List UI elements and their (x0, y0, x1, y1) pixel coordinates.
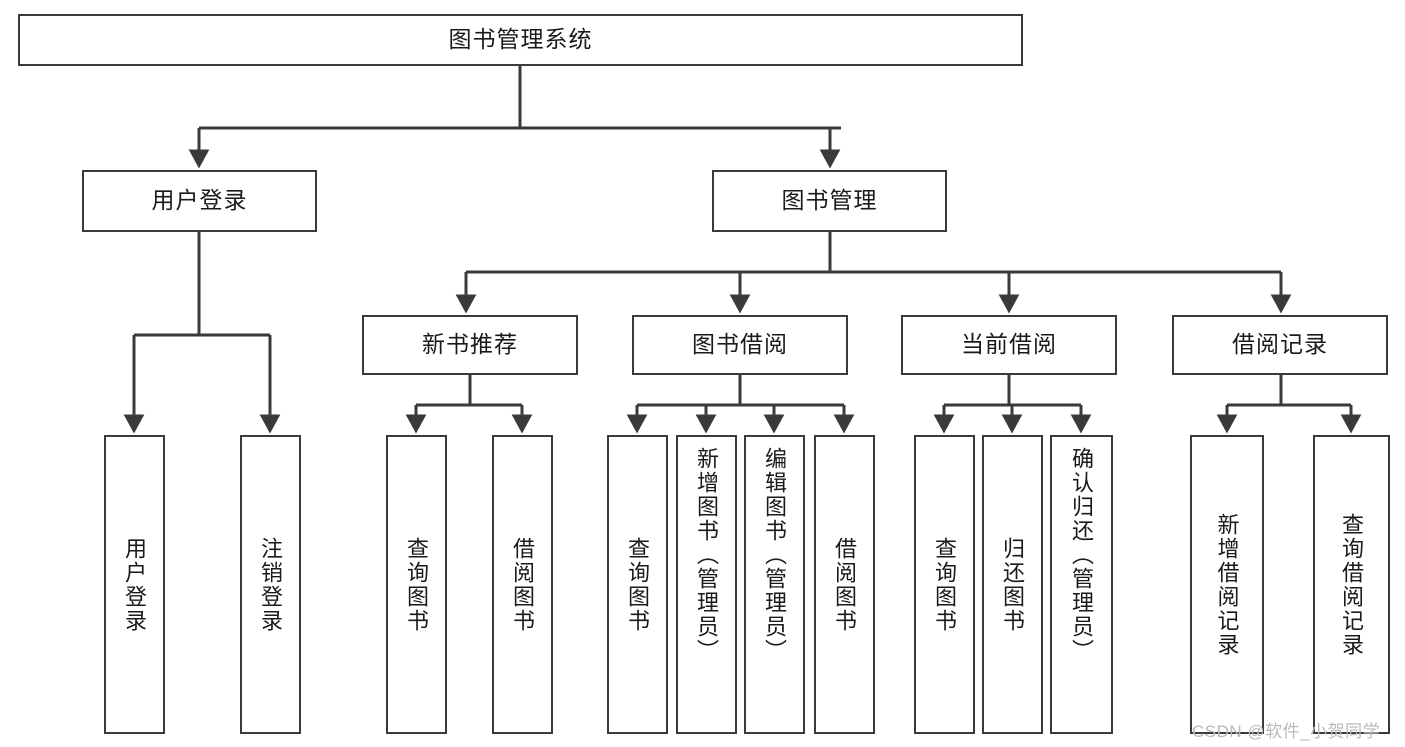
node-new-book-rec[interactable]: 新书推荐 (362, 315, 578, 375)
node-leaf-add-record[interactable]: 新增借阅记录 (1190, 435, 1264, 734)
node-borrow-record[interactable]: 借阅记录 (1172, 315, 1388, 375)
node-book-borrow[interactable]: 图书借阅 (632, 315, 848, 375)
node-leaf-add-book-label: 新增图书（管理员） (694, 447, 720, 663)
node-root-label: 图书管理系统 (448, 26, 593, 53)
node-leaf-user-login[interactable]: 用户登录 (104, 435, 165, 734)
node-leaf-borrow-book-1-label: 借阅图书 (510, 536, 536, 633)
node-leaf-query-book-1[interactable]: 查询图书 (386, 435, 447, 734)
node-leaf-add-book[interactable]: 新增图书（管理员） (676, 435, 737, 734)
node-leaf-logout-label: 注销登录 (258, 536, 284, 633)
node-current-borrow-label: 当前借阅 (961, 331, 1057, 358)
node-leaf-borrow-book-1[interactable]: 借阅图书 (492, 435, 553, 734)
node-borrow-record-label: 借阅记录 (1232, 331, 1328, 358)
node-root[interactable]: 图书管理系统 (18, 14, 1023, 66)
node-new-book-rec-label: 新书推荐 (422, 331, 518, 358)
node-leaf-return-book-label: 归还图书 (1000, 536, 1026, 633)
node-leaf-query-record-label: 查询借阅记录 (1339, 512, 1365, 657)
node-leaf-add-record-label: 新增借阅记录 (1214, 512, 1240, 657)
node-book-manage[interactable]: 图书管理 (712, 170, 947, 232)
node-book-borrow-label: 图书借阅 (692, 331, 788, 358)
node-current-borrow[interactable]: 当前借阅 (901, 315, 1117, 375)
node-leaf-query-book-3-label: 查询图书 (932, 536, 958, 633)
node-leaf-query-book-2-label: 查询图书 (625, 536, 651, 633)
node-leaf-return-book[interactable]: 归还图书 (982, 435, 1043, 734)
node-leaf-edit-book-label: 编辑图书（管理员） (762, 447, 788, 663)
node-leaf-confirm-return[interactable]: 确认归还（管理员） (1050, 435, 1113, 734)
csdn-watermark: CSDN @软件_小贺同学 (1192, 722, 1381, 741)
node-user-login[interactable]: 用户登录 (82, 170, 317, 232)
node-leaf-confirm-return-label: 确认归还（管理员） (1069, 447, 1095, 663)
node-leaf-borrow-book-2[interactable]: 借阅图书 (814, 435, 875, 734)
node-leaf-borrow-book-2-label: 借阅图书 (832, 536, 858, 633)
node-user-login-label: 用户登录 (151, 187, 248, 214)
node-leaf-query-book-3[interactable]: 查询图书 (914, 435, 975, 734)
node-book-manage-label: 图书管理 (781, 187, 878, 214)
node-leaf-query-book-1-label: 查询图书 (404, 536, 430, 633)
node-leaf-user-login-label: 用户登录 (122, 536, 148, 633)
node-leaf-logout[interactable]: 注销登录 (240, 435, 301, 734)
node-leaf-edit-book[interactable]: 编辑图书（管理员） (744, 435, 805, 734)
node-leaf-query-record[interactable]: 查询借阅记录 (1313, 435, 1390, 734)
node-leaf-query-book-2[interactable]: 查询图书 (607, 435, 668, 734)
